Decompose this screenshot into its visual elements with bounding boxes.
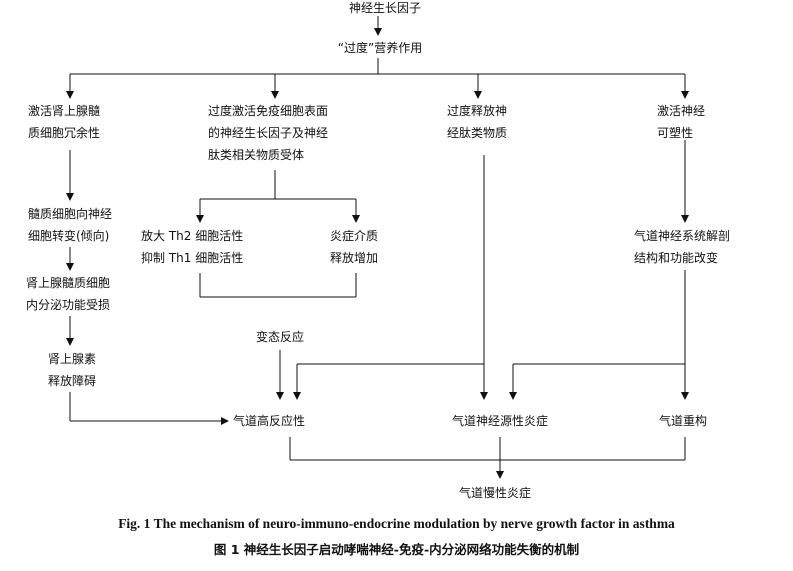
node-receptor-activation: 过度激活免疫细胞表面 的神经生长因子及神经 肽类相关物质受体	[208, 104, 329, 162]
figure-caption-english: Fig. 1 The mechanism of neuro-immuno-end…	[118, 516, 675, 531]
node-airway-remodeling: 气道重构	[658, 414, 708, 428]
figure-caption-chinese: 图 1 神经生长因子启动哮喘神经-免疫-内分泌网络功能失衡的机制	[213, 542, 580, 557]
node-medulla-transform: 髓质细胞向神经 细胞转变(倾向)	[28, 207, 113, 243]
node-adrenal-excess: 激活肾上腺髓 质细胞冗余性	[28, 104, 101, 140]
node-chronic-inflammation: 气道慢性炎症	[458, 486, 532, 500]
node-neural-plasticity: 激活神经 可塑性	[657, 104, 706, 140]
node-overnutrition: “过度”营养作用	[337, 41, 423, 55]
node-th-balance: 放大 Th2 细胞活性 抑制 Th1 细胞活性	[141, 229, 244, 265]
node-endocrine-damage: 肾上腺髓质细胞 内分泌功能受损	[26, 276, 111, 312]
node-epinephrine-disorder: 肾上腺素 释放障碍	[48, 352, 97, 388]
node-neuropeptide-release: 过度释放神 经肽类物质	[447, 104, 508, 140]
node-inflammatory-mediators: 炎症介质 释放增加	[330, 229, 379, 265]
node-allergic-reaction: 变态反应	[255, 330, 305, 344]
node-neurogenic-inflammation: 气道神经源性炎症	[451, 414, 549, 428]
node-ngf: 神经生长因子	[348, 1, 422, 15]
node-neural-remodel: 气道神经系统解剖 结构和功能改变	[634, 229, 731, 265]
node-airway-hyperresponsiveness: 气道高反应性	[233, 414, 306, 428]
